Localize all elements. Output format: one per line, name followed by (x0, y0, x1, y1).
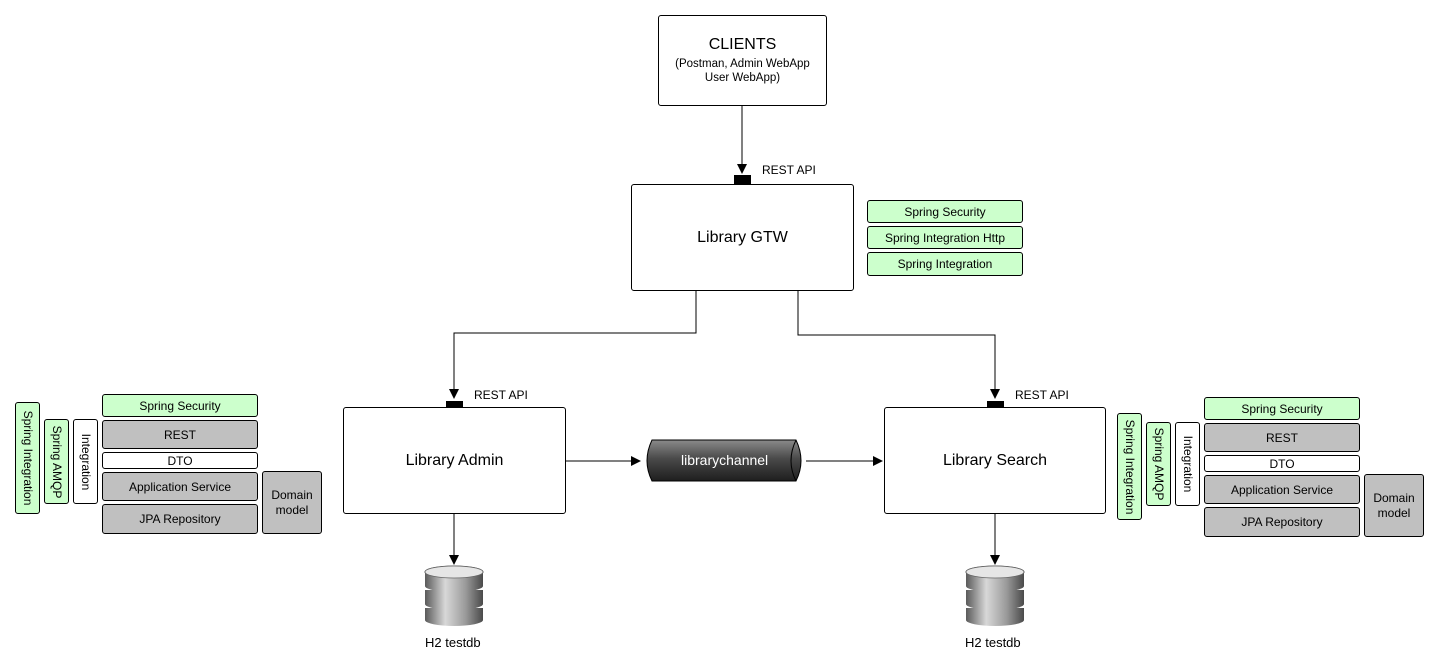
admin-db-label: H2 testdb (425, 635, 481, 650)
admin-node[interactable]: Library Admin (343, 407, 566, 514)
gateway-label: Library GTW (697, 228, 788, 246)
database-icon-admin (424, 565, 484, 626)
edge-gateway-admin (449, 291, 697, 399)
search-vertical-integration: Integration (1175, 422, 1200, 506)
search-layer-security: Spring Security (1204, 397, 1360, 420)
admin-domain-line2: model (275, 502, 309, 517)
search-layer-application-service: Application Service (1204, 475, 1360, 504)
admin-layer-jpa-repository: JPA Repository (102, 504, 258, 534)
channel-pipe-icon (646, 439, 802, 482)
search-node[interactable]: Library Search (884, 407, 1106, 514)
search-layer-rest: REST (1204, 423, 1360, 452)
search-layer-dto: DTO (1204, 455, 1360, 472)
clients-node[interactable]: CLIENTS (Postman, Admin WebApp User WebA… (658, 15, 827, 106)
admin-layer-application-service: Application Service (102, 472, 258, 501)
admin-domain-model: Domain model (262, 471, 322, 534)
admin-domain-line1: Domain (271, 487, 313, 502)
gateway-stack-security: Spring Security (867, 200, 1023, 223)
admin-port-label: REST API (474, 388, 528, 402)
search-domain-model: Domain model (1364, 474, 1424, 537)
admin-layer-security: Spring Security (102, 394, 258, 417)
search-vertical-spring-amqp: Spring AMQP (1146, 422, 1171, 506)
search-label: Library Search (942, 451, 1048, 469)
edge-gateway-search (797, 291, 1000, 399)
admin-layer-dto: DTO (102, 452, 258, 469)
search-domain-line1: Domain (1373, 490, 1415, 505)
gateway-port-label: REST API (762, 163, 816, 177)
clients-subtitle-2: User WebApp) (704, 72, 781, 84)
clients-title: CLIENTS (708, 36, 777, 53)
search-vertical-spring-integration: Spring Integration (1117, 413, 1142, 520)
search-port-label: REST API (1015, 388, 1069, 402)
search-layer-jpa-repository: JPA Repository (1204, 507, 1360, 537)
admin-vertical-integration: Integration (73, 419, 98, 504)
search-domain-line2: model (1377, 505, 1411, 520)
admin-vertical-spring-amqp: Spring AMQP (44, 419, 69, 504)
gateway-stack-integration: Spring Integration (867, 252, 1023, 276)
gateway-node[interactable]: Library GTW (631, 184, 854, 291)
search-db-label: H2 testdb (965, 635, 1021, 650)
admin-layer-rest: REST (102, 420, 258, 449)
clients-subtitle-1: (Postman, Admin WebApp (675, 58, 810, 70)
channel-label: librarychannel (681, 452, 769, 468)
admin-label: Library Admin (405, 451, 504, 469)
gateway-stack-integration-http: Spring Integration Http (867, 226, 1023, 249)
admin-vertical-spring-integration: Spring Integration (15, 402, 40, 514)
database-icon-search (965, 565, 1025, 626)
